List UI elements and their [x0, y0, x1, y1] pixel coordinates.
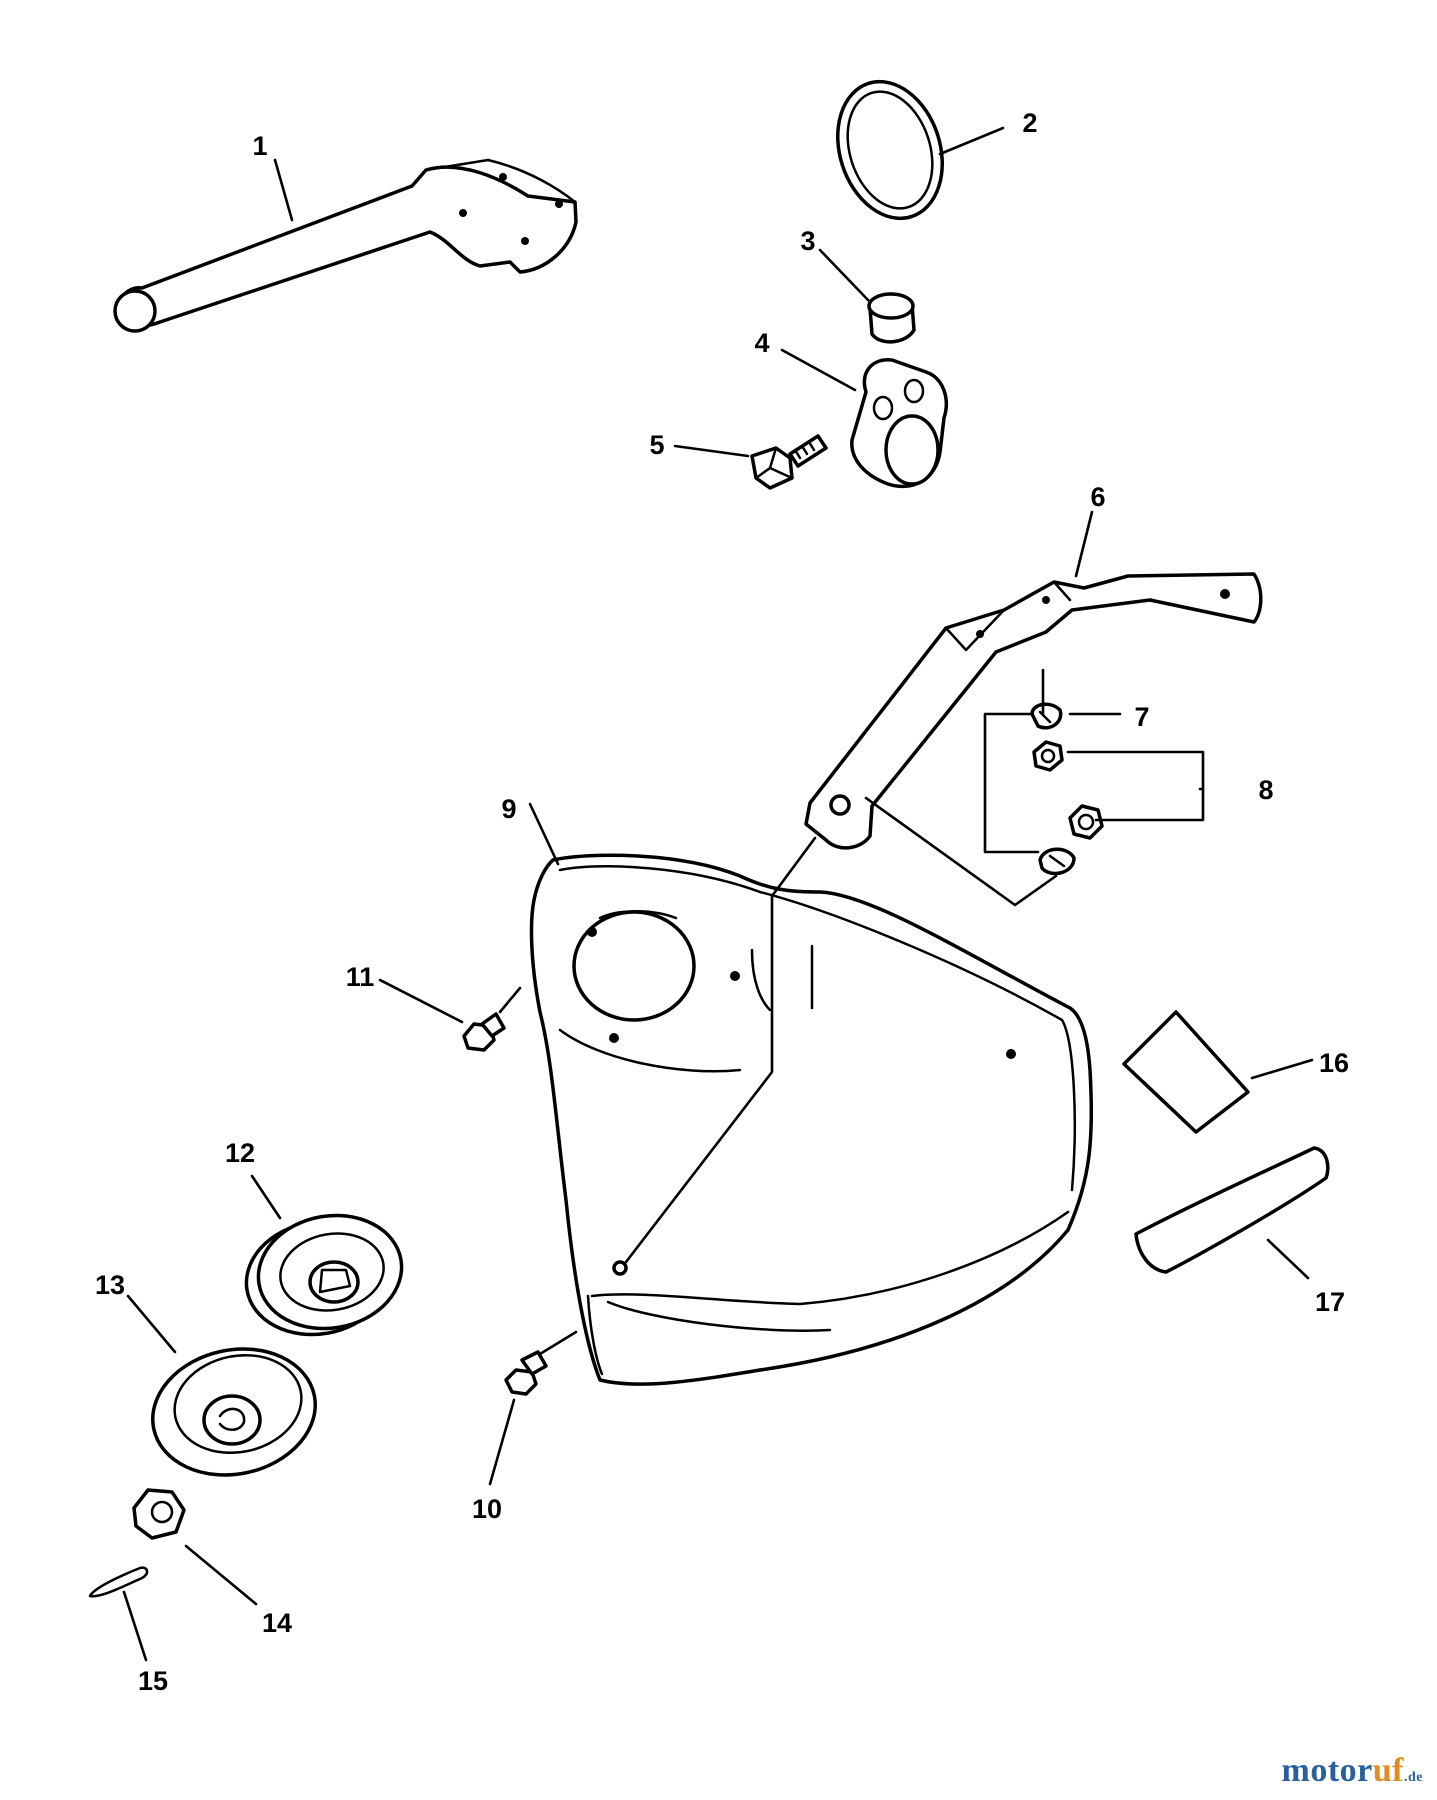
callout-8: 8: [1258, 775, 1273, 805]
callout-16: 16: [1319, 1048, 1349, 1078]
callout-15: 15: [138, 1666, 168, 1696]
leader-10: [488, 1398, 516, 1486]
leader-12: [250, 1174, 282, 1220]
leader-16: [1250, 1058, 1314, 1080]
part-12-pulley: [244, 1213, 404, 1337]
callout-17: 17: [1315, 1287, 1345, 1317]
part-16-label: [1122, 1010, 1250, 1134]
part-13-drive-disc: [151, 1347, 317, 1477]
leader-11-screw: [498, 986, 522, 1014]
callout-13: 13: [95, 1270, 125, 1300]
part-5-bolt: [750, 434, 828, 490]
part-14-nut: [132, 1488, 186, 1540]
leader-4: [780, 348, 857, 392]
watermark-logo: motoruf.de: [1282, 1752, 1423, 1790]
leader-9: [528, 802, 560, 866]
bracket-7-7: [983, 712, 1040, 854]
leader-5: [673, 444, 750, 458]
part-10-screw: [504, 1350, 548, 1396]
callout-5: 5: [649, 430, 664, 460]
leader-10-screw: [538, 1330, 578, 1356]
part-2-o-ring: [836, 79, 944, 221]
callout-labels: 1 2 3 4 5 6 7 8 9 10 11 12 13 14 15 16 1…: [95, 108, 1349, 1696]
leader-13: [126, 1294, 177, 1354]
callout-11: 11: [346, 962, 375, 992]
leader-6: [1074, 510, 1094, 578]
part-3-bushing: [867, 292, 916, 344]
part-11-screw: [462, 1012, 506, 1052]
leader-14: [184, 1544, 258, 1606]
callout-3: 3: [800, 226, 815, 256]
leader-15: [122, 1590, 148, 1662]
part-4-clamp: [850, 358, 948, 489]
leader-6-washer: [864, 796, 1058, 907]
part-7-lock-washer-lower: [1038, 847, 1076, 876]
callout-7: 7: [1134, 702, 1149, 732]
leader-1: [273, 158, 294, 222]
part-1-handle: [113, 158, 578, 333]
callout-4: 4: [754, 328, 769, 358]
part-7-lock-washer: [1030, 702, 1063, 730]
callout-9: 9: [501, 794, 516, 824]
leader-3: [818, 248, 870, 302]
part-9-guard: [529, 853, 1094, 1386]
watermark-tld: .de: [1404, 1770, 1423, 1785]
callout-1: 1: [252, 131, 267, 161]
watermark-part2: uf: [1372, 1752, 1404, 1789]
watermark-part1: motor: [1281, 1752, 1373, 1789]
leader-8-bracket: [1066, 750, 1205, 791]
part-6-bracket: [804, 572, 1263, 850]
callout-6: 6: [1090, 482, 1105, 512]
leader-17: [1266, 1238, 1310, 1280]
part-8-nut-upper: [1032, 740, 1064, 772]
leader-8: [1094, 787, 1205, 822]
callout-12: 12: [225, 1138, 255, 1168]
leader-11: [378, 978, 464, 1024]
callout-2: 2: [1022, 108, 1037, 138]
callout-14: 14: [262, 1608, 292, 1638]
callout-10: 10: [472, 1494, 502, 1524]
leader-6-to-guard: [624, 836, 817, 1264]
leader-lines: [122, 126, 1314, 1662]
part-8-nut-lower: [1068, 804, 1104, 840]
part-15-cotter-pin: [88, 1566, 149, 1598]
part-17-label: [1134, 1146, 1330, 1274]
leader-2: [938, 126, 1005, 156]
